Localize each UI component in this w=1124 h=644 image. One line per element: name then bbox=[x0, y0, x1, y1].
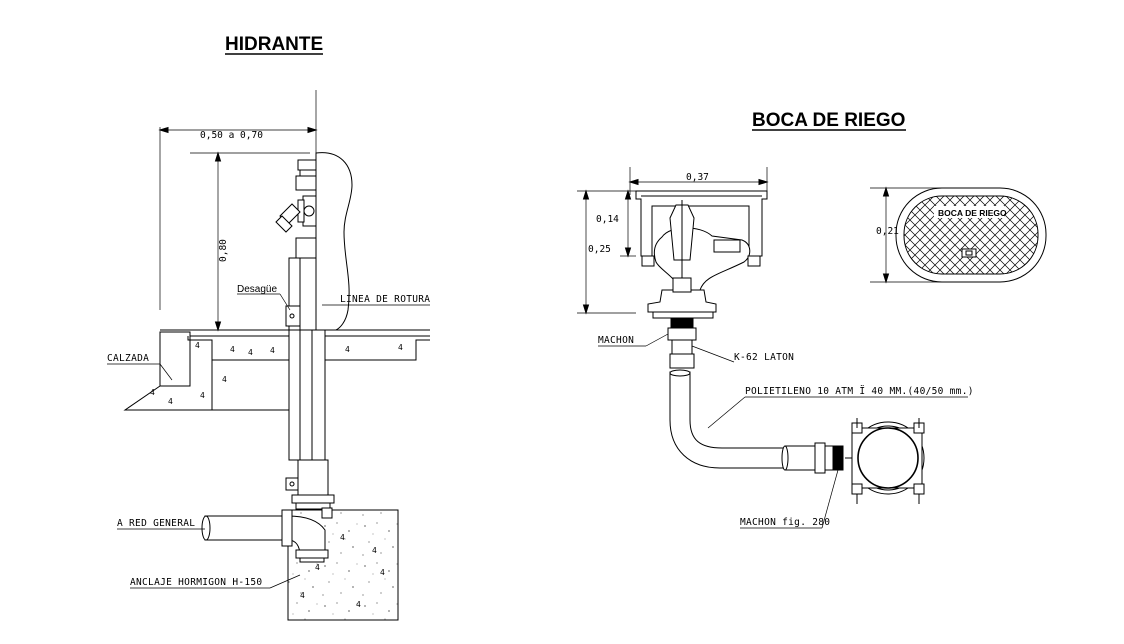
svg-text:4: 4 bbox=[222, 375, 227, 384]
svg-text:4: 4 bbox=[398, 343, 403, 352]
svg-text:4: 4 bbox=[315, 563, 320, 572]
cover-text: BOCA DE RIEGO bbox=[938, 208, 1007, 218]
svg-text:4: 4 bbox=[150, 388, 155, 397]
boca-dim-cover: 0,21 bbox=[876, 226, 899, 237]
dimension-vertical-boca: 0,14 0,25 bbox=[577, 189, 636, 315]
svg-text:4: 4 bbox=[168, 397, 173, 406]
hidrante-dim-width: 0,50 a 0,70 bbox=[200, 130, 263, 141]
hidrante-dim-height: 0,80 bbox=[218, 239, 229, 262]
svg-text:4: 4 bbox=[270, 346, 275, 355]
hydrant-body bbox=[275, 152, 353, 331]
svg-text:4: 4 bbox=[195, 341, 200, 350]
hidrante-drawing: HIDRANTE 0,50 a 0,70 0,80 bbox=[107, 34, 430, 621]
dimension-037: 0,37 bbox=[628, 167, 769, 195]
label-machon: MACHON bbox=[598, 335, 634, 346]
svg-text:4: 4 bbox=[340, 533, 345, 542]
boca-riego-drawing: BOCA DE RIEGO 0,37 0,14 0,25 bbox=[577, 110, 1047, 529]
valve-box bbox=[635, 190, 768, 369]
dimension-height: 0,80 bbox=[190, 151, 310, 332]
label-desague: Desagüe bbox=[237, 284, 277, 295]
polyethylene-pipe bbox=[669, 369, 844, 474]
dimension-width: 0,50 a 0,70 bbox=[158, 126, 318, 310]
svg-text:4: 4 bbox=[200, 391, 205, 400]
svg-text:4: 4 bbox=[372, 546, 377, 555]
hidrante-title: HIDRANTE bbox=[225, 34, 323, 55]
boca-dim-width: 0,37 bbox=[686, 172, 709, 183]
boca-dim-total: 0,25 bbox=[588, 244, 611, 255]
label-calzada: CALZADA bbox=[107, 353, 149, 364]
pipe-collar bbox=[845, 418, 925, 504]
pipe-red-general bbox=[201, 507, 333, 563]
label-red-general: A RED GENERAL bbox=[117, 518, 195, 529]
label-machon-fig: MACHON fig. 280 bbox=[740, 517, 830, 528]
label-k62: K-62 LATON bbox=[734, 352, 794, 363]
svg-text:4: 4 bbox=[230, 345, 235, 354]
svg-text:4: 4 bbox=[345, 345, 350, 354]
ground-calzada: 4 4 4 4 4 4 4 4 4 4 bbox=[123, 329, 430, 411]
label-linea-rotura: LINEA DE ROTURA bbox=[340, 294, 430, 305]
boca-riego-title: BOCA DE RIEGO bbox=[752, 110, 905, 131]
boca-dim-upper: 0,14 bbox=[596, 214, 619, 225]
label-anclaje: ANCLAJE HORMIGON H-150 bbox=[130, 577, 262, 588]
svg-text:4: 4 bbox=[356, 600, 361, 609]
hydrant-riser-pipe bbox=[285, 329, 335, 510]
svg-text:4: 4 bbox=[300, 591, 305, 600]
cover-top-view: 0,21 BOCA DE RIEGO bbox=[870, 186, 1047, 284]
label-polietileno: POLIETILENO 10 ATM Ï 40 MM.(40/50 mm.) bbox=[745, 386, 974, 397]
svg-text:4: 4 bbox=[248, 348, 253, 357]
svg-text:4: 4 bbox=[380, 568, 385, 577]
